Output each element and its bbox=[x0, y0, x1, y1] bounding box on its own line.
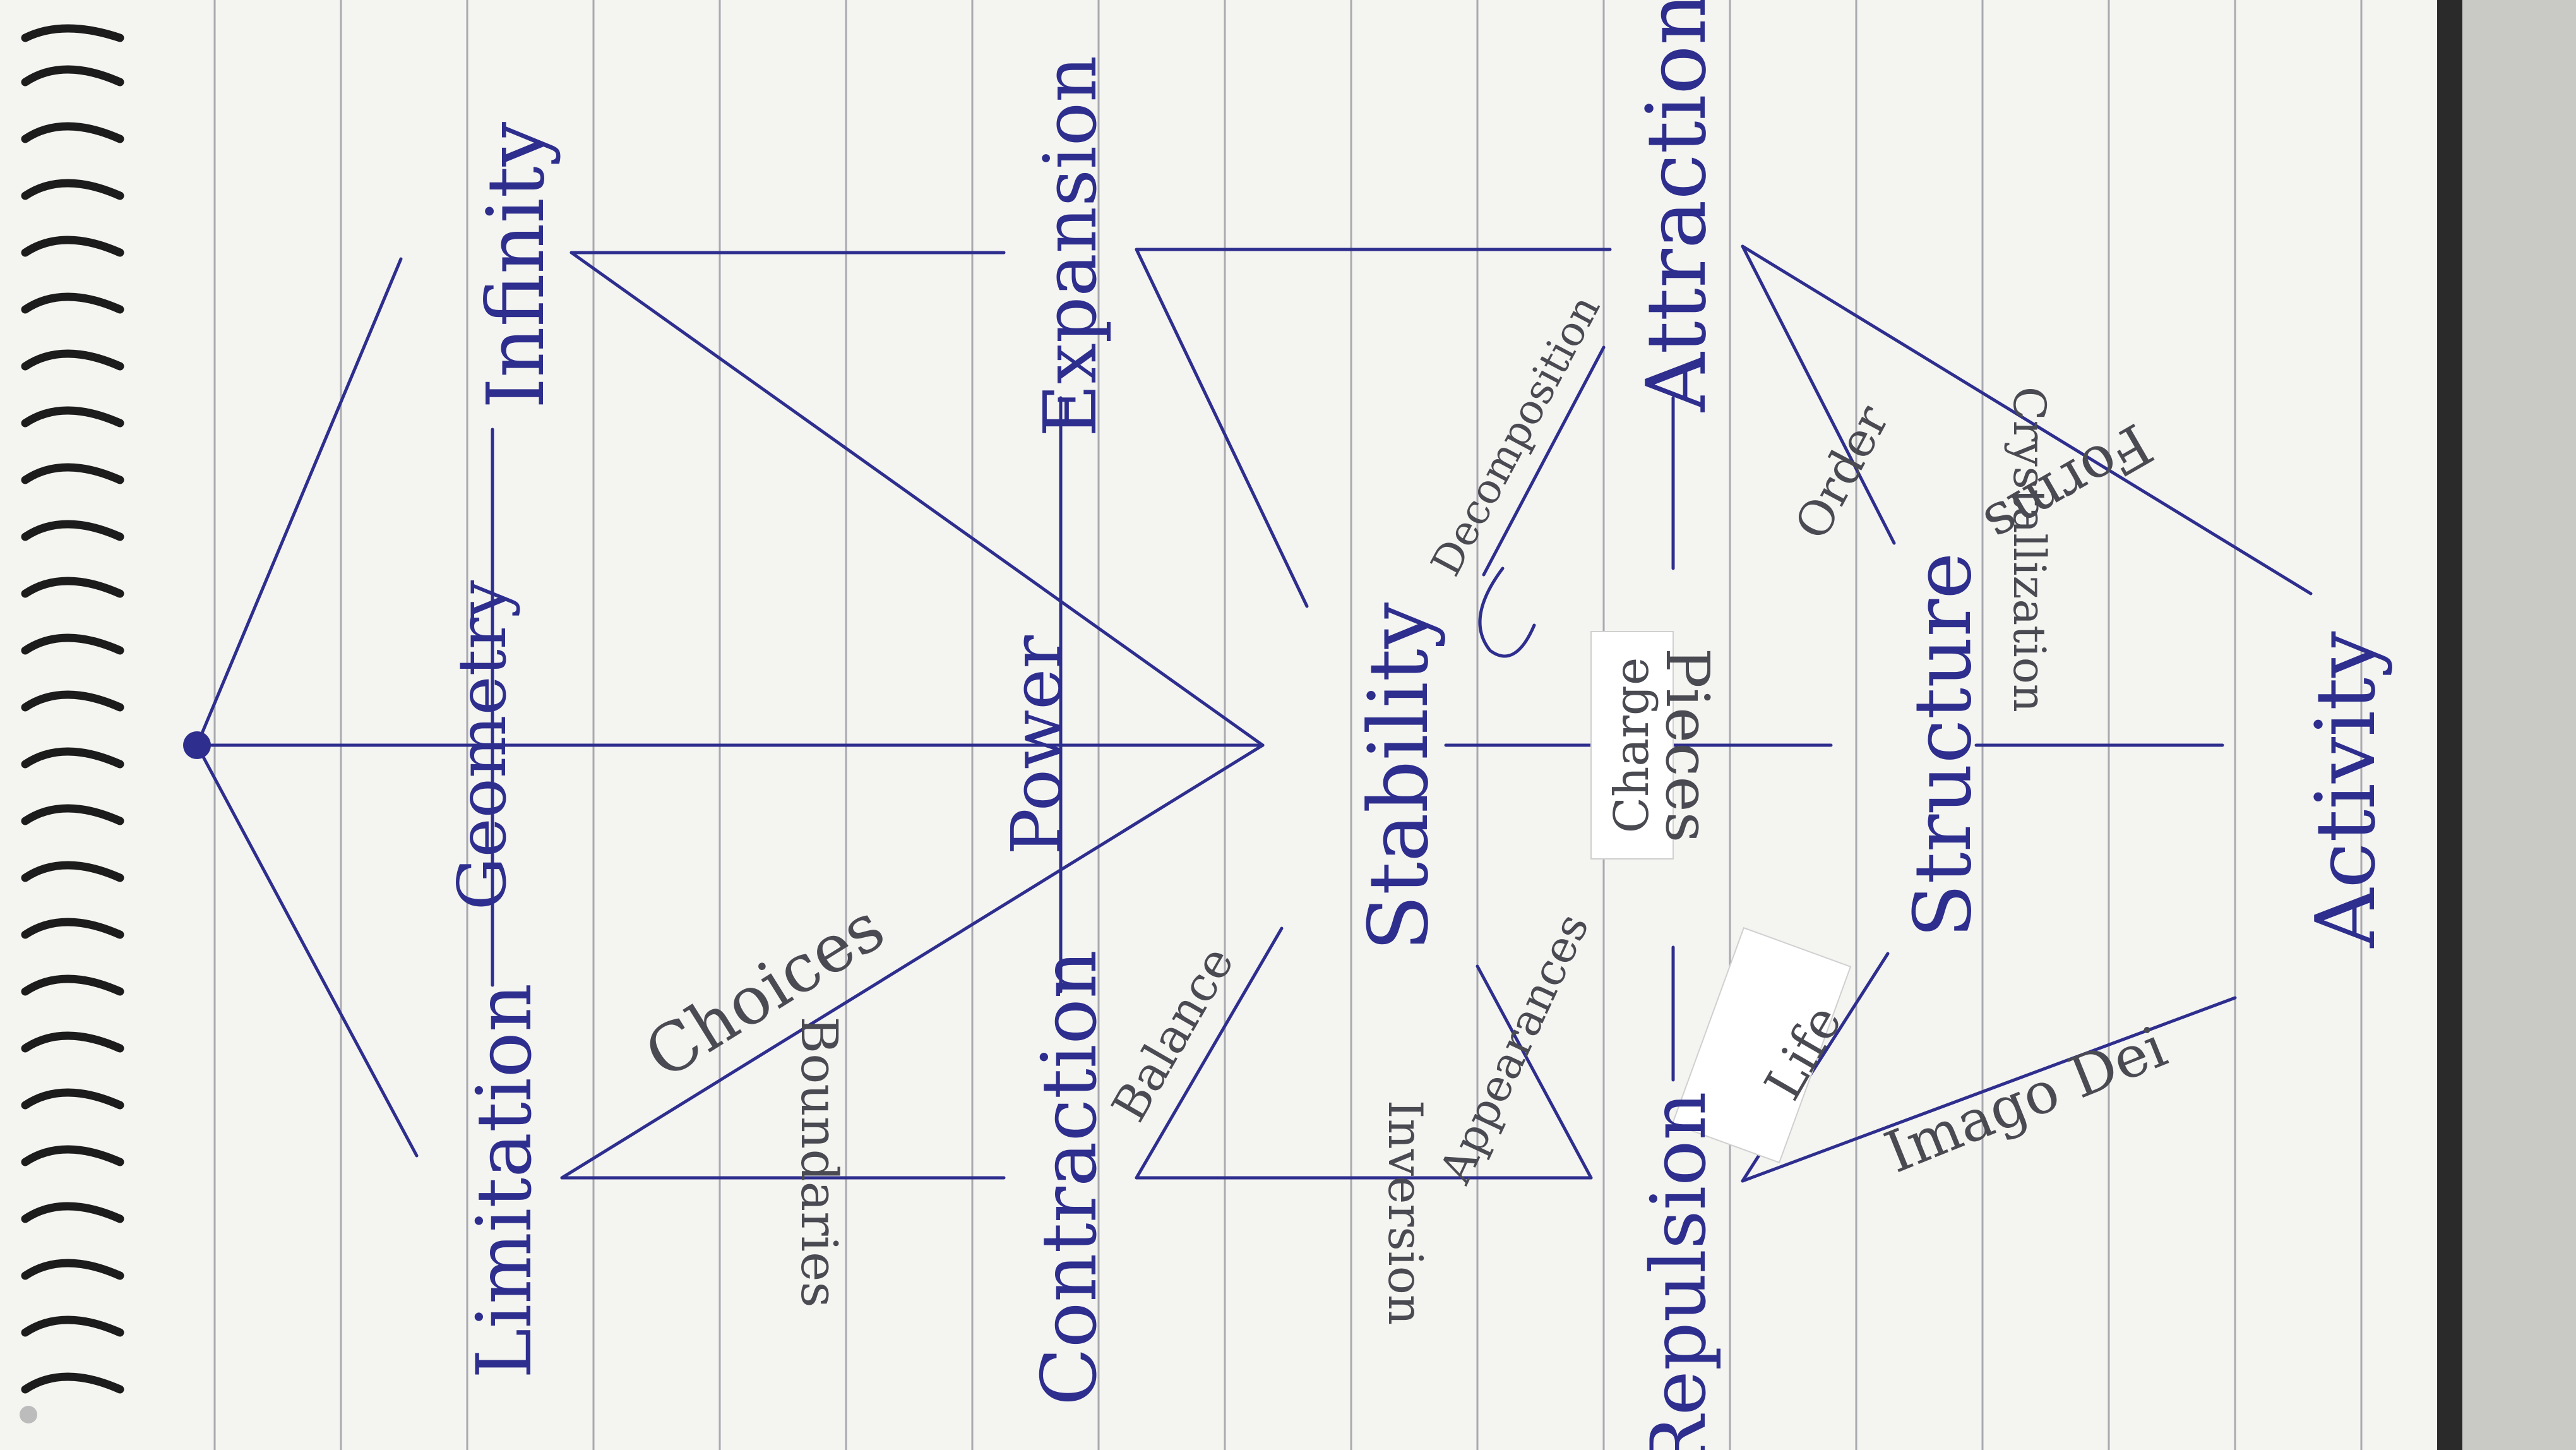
node-expansion: Expansion bbox=[1029, 56, 1113, 437]
node-contraction: Contraction bbox=[1026, 950, 1114, 1406]
node-power: Power bbox=[996, 635, 1077, 855]
notebook-edge bbox=[2437, 0, 2462, 1450]
node-infinity: Infinity bbox=[470, 121, 562, 409]
notebook-page bbox=[0, 0, 2437, 1450]
node-repulsion: Repulsion bbox=[1635, 1091, 1723, 1450]
node-geometry: Geometry bbox=[444, 580, 521, 910]
line-order bbox=[1741, 244, 1896, 545]
line-balance bbox=[1135, 926, 1284, 1180]
diagram-lines bbox=[183, 244, 2313, 1183]
label-boundaries: Boundaries bbox=[790, 1016, 849, 1307]
spiral-binding bbox=[20, 24, 124, 1423]
node-attraction: Attraction bbox=[1628, 0, 1724, 412]
ruled-lines bbox=[213, 0, 2363, 1450]
node-activity: Activity bbox=[2298, 631, 2394, 949]
life-paper-label bbox=[1671, 926, 1852, 1164]
charge-paper-label bbox=[1590, 631, 1674, 860]
curl-stability bbox=[1478, 566, 1536, 658]
line-decomposition bbox=[1482, 345, 1606, 577]
node-pieces: Pieces bbox=[1652, 648, 1722, 843]
node-stability: Stability bbox=[1351, 602, 1446, 951]
line-infinity-power-center bbox=[569, 251, 1265, 747]
line-expansion-stability bbox=[1135, 248, 1309, 608]
table-right-area bbox=[2450, 0, 2576, 1450]
node-labels: Limitation Geometry Infinity Contraction… bbox=[444, 0, 2394, 1450]
line-forms bbox=[1741, 244, 2313, 596]
node-limitation: Limitation bbox=[461, 983, 549, 1379]
label-crystallization: Crystallization bbox=[2003, 386, 2055, 712]
node-charge: Charge bbox=[1604, 657, 1659, 834]
line-appearances bbox=[1476, 964, 1593, 1180]
line-choices bbox=[560, 743, 1265, 1180]
line-imago-dei bbox=[1741, 996, 2237, 1183]
line-apex-infinity bbox=[195, 257, 403, 747]
line-apex-limitation bbox=[195, 743, 419, 1158]
label-inversion: Inversion bbox=[1378, 1100, 1433, 1325]
node-structure: Structure bbox=[1897, 553, 1989, 938]
